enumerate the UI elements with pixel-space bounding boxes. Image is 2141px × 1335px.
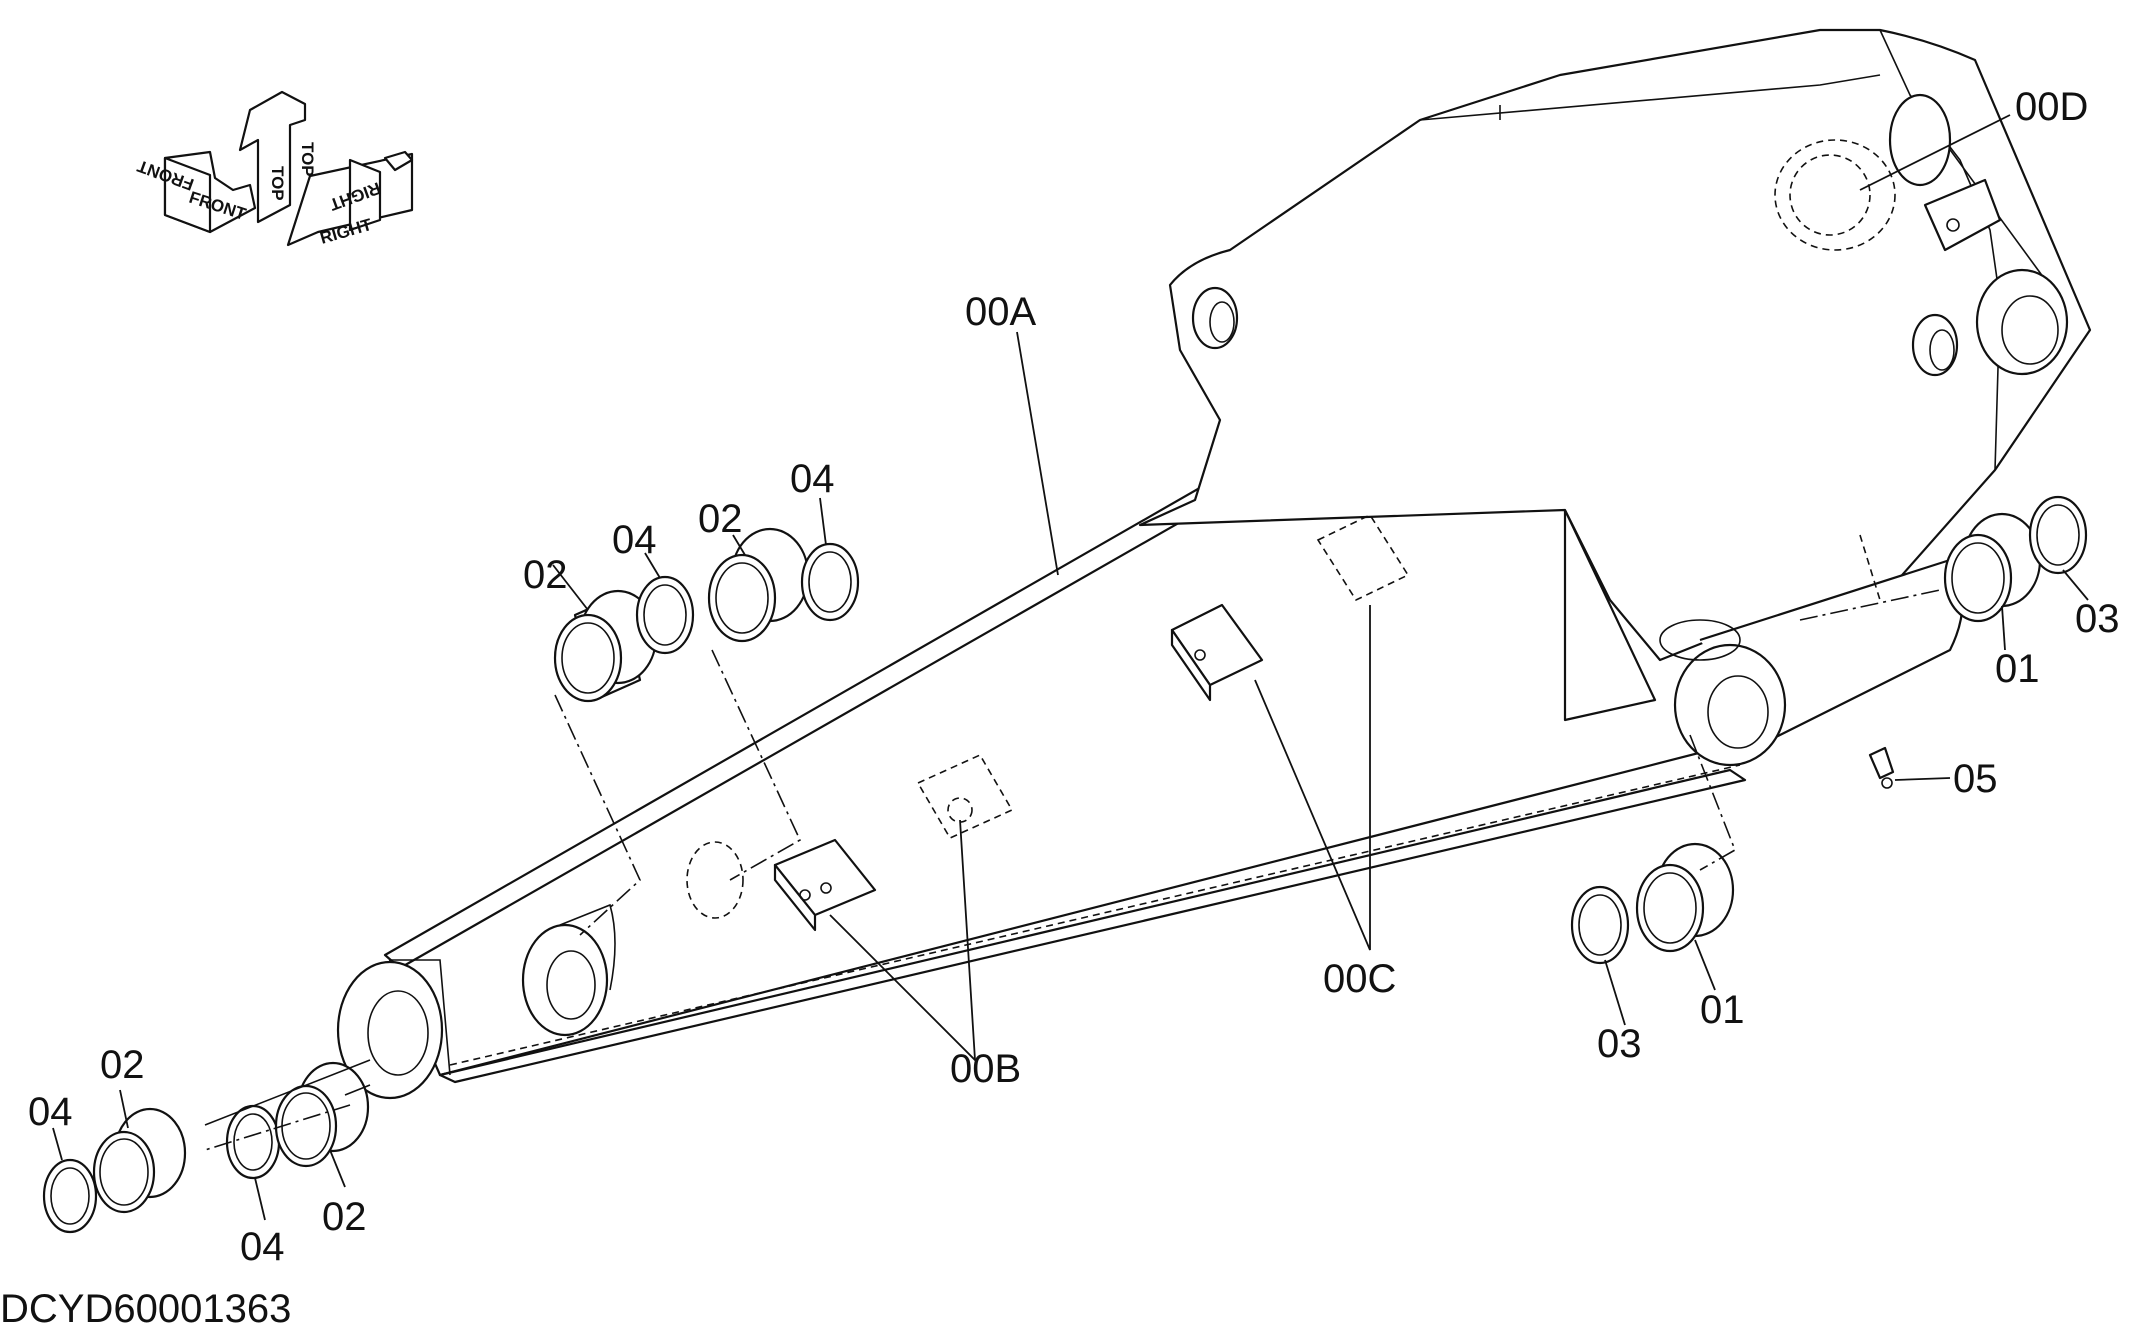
callout-01-lower: 01	[1700, 988, 1745, 1032]
callout-02-top-right: 02	[698, 497, 743, 541]
callout-00D: 00D	[2015, 85, 2088, 129]
shim-03-lower	[1570, 885, 1630, 965]
callout-00C: 00C	[1323, 957, 1396, 1001]
drawing-code: DCYD60001363	[0, 1287, 291, 1331]
bushing-01-right	[1943, 512, 2042, 623]
orientation-indicator: FRONT FRONT TOP TOP RIGHT RIGHT	[134, 90, 414, 248]
shim-04-top-a	[635, 575, 695, 655]
plates-00B	[773, 753, 1014, 932]
shim-04-bottom-a	[42, 1158, 98, 1234]
bushing-02-top-right	[707, 527, 810, 643]
callout-04-bottom-a: 04	[28, 1090, 73, 1134]
callout-04-top-a: 04	[612, 518, 657, 562]
top-label-mirrored: TOP	[298, 142, 317, 177]
callout-00A: 00A	[965, 290, 1036, 334]
plates-00C	[1170, 513, 1410, 702]
bushing-02-bottom-left	[92, 1107, 187, 1214]
callout-03-lower: 03	[1597, 1022, 1642, 1066]
assembly-lines	[204, 589, 1941, 1151]
callout-00B: 00B	[950, 1047, 1021, 1091]
shim-04-bottom-b	[225, 1104, 281, 1180]
callout-05: 05	[1953, 757, 1998, 801]
callout-04-bottom-b: 04	[240, 1225, 285, 1269]
callout-03-right: 03	[2075, 597, 2120, 641]
callout-02-top-left: 02	[523, 553, 568, 597]
callout-02-bottom-right: 02	[322, 1195, 367, 1239]
callout-04-top-b: 04	[790, 457, 835, 501]
callout-01-right: 01	[1995, 647, 2040, 691]
shim-04-top-b	[800, 542, 860, 622]
callout-02-bottom-left: 02	[100, 1043, 145, 1087]
boom-body	[336, 28, 2092, 1100]
bushing-02-bottom-right	[274, 1061, 370, 1168]
bushing-01-lower	[1635, 842, 1735, 953]
grease-fitting	[1868, 746, 1895, 789]
top-label: TOP	[268, 166, 287, 201]
callout-labels: 00A 00B 00C 00D 01 01 02 02 02 02 03 03 …	[28, 85, 2120, 1269]
leader-lines	[52, 114, 2089, 1221]
shim-03-right	[2028, 495, 2088, 575]
